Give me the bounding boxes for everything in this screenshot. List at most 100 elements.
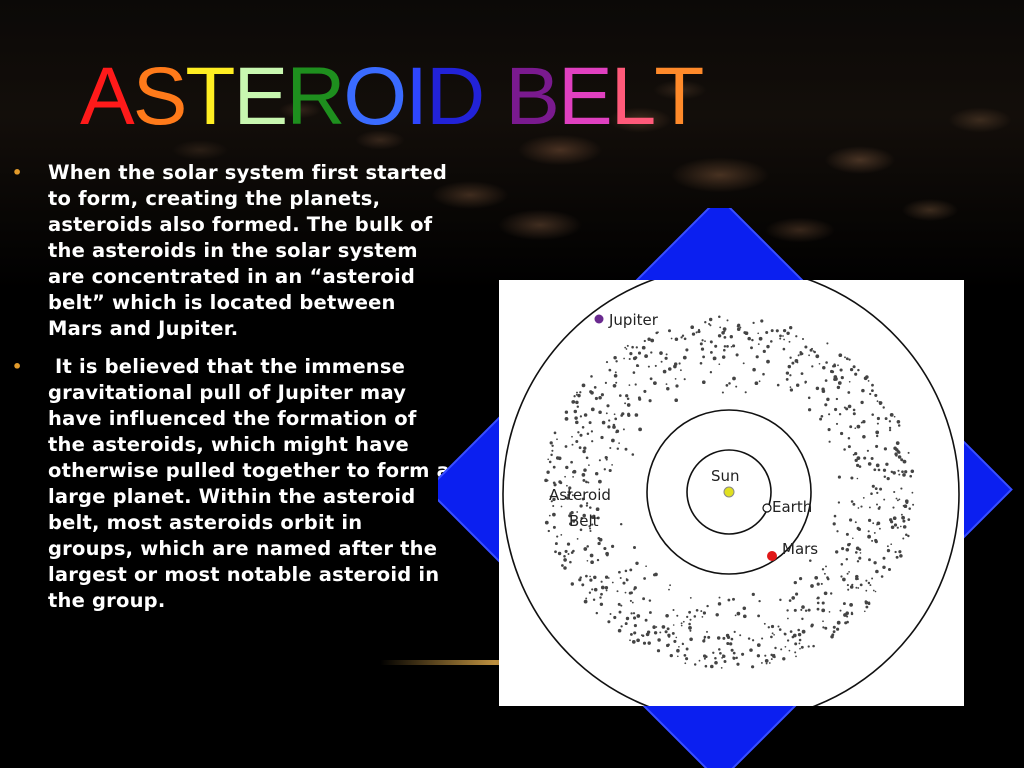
asteroid-dot	[600, 585, 605, 590]
asteroid-dot	[872, 589, 875, 592]
asteroid-dot	[665, 353, 668, 356]
asteroid-dot	[693, 663, 697, 666]
asteroid-dot	[722, 654, 725, 657]
asteroid-dot	[912, 503, 915, 506]
asteroid-dot	[826, 397, 830, 402]
asteroid-dot	[553, 483, 557, 487]
asteroid-dot	[854, 551, 858, 554]
asteroid-dot	[764, 654, 767, 657]
asteroid-dot	[787, 364, 792, 369]
asteroid-dot	[882, 556, 886, 560]
asteroid-dot	[870, 492, 873, 495]
asteroid-dot	[568, 491, 572, 495]
asteroid-dot	[732, 376, 736, 381]
asteroid-dot	[739, 326, 742, 329]
asteroid-dot	[661, 625, 666, 629]
asteroid-dot	[815, 354, 820, 359]
asteroid-dot	[604, 381, 607, 384]
asteroid-dot	[808, 354, 810, 357]
asteroid-dot	[856, 424, 861, 429]
asteroid-dot	[873, 531, 876, 534]
asteroid-dot	[644, 354, 648, 358]
asteroid-dot	[581, 583, 585, 587]
asteroid-dot	[776, 383, 780, 387]
asteroid-dot	[867, 601, 871, 604]
asteroid-dot	[643, 577, 646, 580]
asteroid-dot	[607, 425, 611, 429]
asteroid-dot	[729, 642, 733, 646]
asteroid-dot	[547, 458, 550, 461]
asteroid-dot	[883, 475, 887, 478]
asteroid-dot	[632, 612, 636, 615]
asteroid-dot	[587, 481, 590, 484]
bullet-marker: •	[12, 163, 23, 182]
asteroid-dot	[552, 525, 556, 529]
asteroid-dot	[821, 601, 825, 605]
asteroid-dot	[575, 393, 578, 396]
asteroid-dot	[723, 348, 726, 352]
asteroid-dot	[670, 337, 673, 340]
title-letter: T	[654, 51, 704, 142]
asteroid-dot	[674, 398, 679, 403]
asteroid-dot	[744, 391, 747, 394]
asteroid-dot	[722, 636, 726, 640]
asteroid-dot	[585, 502, 589, 505]
asteroid-dot	[858, 465, 862, 468]
asteroid-dot	[589, 506, 592, 509]
asteroid-dot	[650, 351, 653, 354]
asteroid-dot	[798, 638, 802, 642]
asteroid-dot	[840, 563, 844, 566]
bullet-item: • When the solar system first started to…	[10, 160, 450, 342]
asteroid-dot	[616, 447, 620, 450]
asteroid-dot	[789, 374, 792, 377]
asteroid-dot	[846, 584, 849, 587]
asteroid-dot	[760, 661, 763, 664]
asteroid-dot	[704, 321, 707, 324]
asteroid-dot	[689, 637, 693, 642]
asteroid-dot	[598, 537, 603, 542]
asteroid-dot	[892, 516, 897, 521]
asteroid-dot	[667, 633, 671, 637]
asteroid-dot	[860, 421, 863, 424]
asteroid-dot	[668, 367, 672, 371]
asteroid-dot	[564, 549, 568, 553]
asteroid-dot	[758, 599, 761, 603]
asteroid-dot	[563, 555, 566, 558]
asteroid-dot	[777, 625, 780, 628]
bullet-text: It is believed that the immense gravitat…	[48, 355, 450, 612]
asteroid-dot	[845, 557, 849, 561]
asteroid-dot	[876, 416, 880, 421]
asteroid-dot	[592, 598, 596, 602]
asteroid-dot	[726, 345, 729, 348]
asteroid-dot	[554, 542, 558, 546]
asteroid-dot	[701, 339, 704, 342]
asteroid-dot	[585, 456, 589, 460]
asteroid-dot	[856, 577, 859, 581]
asteroid-dot	[629, 599, 632, 602]
asteroid-dot	[665, 614, 669, 618]
asteroid-dot	[702, 611, 706, 615]
asteroid-belt-label: Belt	[569, 512, 599, 530]
asteroid-dot	[641, 634, 645, 637]
asteroid-dot	[654, 572, 658, 577]
diagram-svg: Jupiter Sun Earth Mars Asteroid Belt	[502, 280, 960, 706]
asteroid-dot	[571, 443, 574, 446]
asteroid-dot	[563, 558, 567, 562]
asteroid-dot	[726, 641, 730, 646]
asteroid-dot	[657, 638, 661, 642]
asteroid-dot	[823, 591, 828, 596]
asteroid-dot	[788, 599, 792, 602]
asteroid-dot	[645, 565, 647, 568]
asteroid-dot	[772, 654, 776, 658]
asteroid-dot	[682, 355, 687, 360]
asteroid-dot	[683, 654, 687, 657]
asteroid-dot	[566, 542, 571, 546]
asteroid-dot	[616, 590, 619, 593]
asteroid-dot	[894, 550, 897, 554]
asteroid-dot	[549, 495, 552, 498]
asteroid-dot	[898, 498, 901, 501]
asteroid-dot	[662, 369, 667, 374]
asteroid-dot	[852, 537, 854, 540]
asteroid-dot	[816, 582, 820, 586]
